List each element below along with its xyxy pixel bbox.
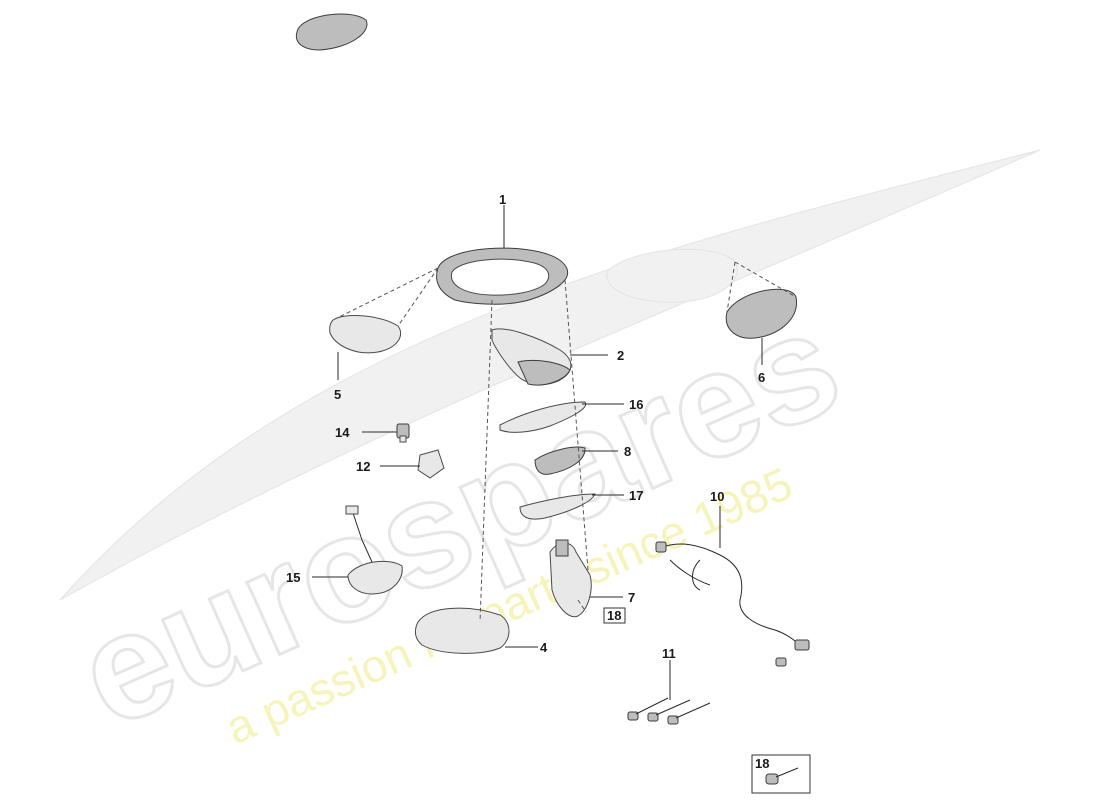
bolts-part <box>627 697 711 725</box>
wiring-harness-part <box>655 541 810 667</box>
callout-5: 5 <box>334 387 341 402</box>
callout-12: 12 <box>356 459 370 474</box>
cover-strip-part <box>499 401 587 433</box>
callout-11: 11 <box>662 646 676 661</box>
callout-4: 4 <box>540 640 548 655</box>
callout-18-box <box>603 607 626 624</box>
adjustment-motor-part <box>345 505 403 595</box>
callout-18-inset: 18 <box>755 756 769 771</box>
callout-6: 6 <box>758 370 765 385</box>
watermark-swoosh <box>59 149 1041 601</box>
callout-8: 8 <box>624 444 631 459</box>
callout-labels: 1 2 4 5 6 7 8 10 11 12 14 15 16 17 18 18 <box>286 192 769 771</box>
callout-16: 16 <box>629 397 643 412</box>
trim-strip-part <box>519 493 596 520</box>
callout-14: 14 <box>335 425 350 440</box>
mirror-glass-right-part <box>725 288 797 339</box>
fold-motor-part <box>549 539 592 618</box>
small-motor-part <box>417 449 445 479</box>
callout-10: 10 <box>710 489 724 504</box>
assembly-lines <box>332 261 797 623</box>
callout-17: 17 <box>629 488 643 503</box>
lower-housing-part <box>414 607 510 654</box>
turn-signal-lens-part <box>534 446 586 475</box>
leader-lines <box>312 205 763 700</box>
callout-15: 15 <box>286 570 300 585</box>
callout-18-ref: 18 <box>607 608 621 623</box>
callout-1: 1 <box>499 192 506 207</box>
clip-part <box>396 423 410 443</box>
mirror-housing-part <box>436 247 569 305</box>
mirror-bracket-part <box>491 328 572 386</box>
callout-2: 2 <box>617 348 624 363</box>
mirror-glass-left-part <box>329 315 402 354</box>
part-18-inset <box>751 754 811 794</box>
callout-7: 7 <box>628 590 635 605</box>
ghost-mirror-housing <box>606 248 738 303</box>
mirror-cap-part <box>295 13 368 51</box>
